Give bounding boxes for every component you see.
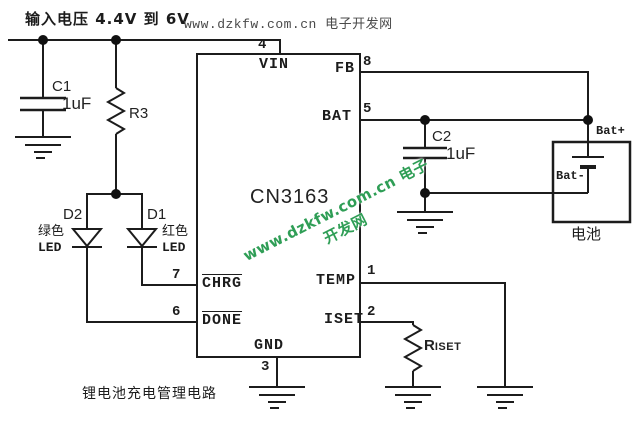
- pin-chrg-label: CHRG: [202, 275, 243, 292]
- wire-d2-anode: [86, 193, 116, 229]
- wire-temp: [360, 282, 506, 387]
- led-d1-triangle: [125, 228, 159, 248]
- r3-ref: R3: [129, 105, 149, 122]
- pin-temp-label: TEMP: [316, 272, 357, 289]
- d1-type-label: LED: [162, 240, 186, 255]
- ground-c1: [14, 136, 72, 159]
- pin-iset-label: ISET: [324, 311, 365, 328]
- wire-d1-to-chrg: [141, 247, 197, 286]
- c1-value: 1uF: [62, 94, 92, 113]
- d1-color-label: 红色: [162, 224, 189, 239]
- pin-done-label: DONE: [202, 312, 243, 329]
- wire-d1-anode: [116, 193, 143, 229]
- ground-c2: [396, 211, 454, 234]
- c2-value: 1uF: [446, 144, 476, 163]
- c1-ref: C1: [52, 78, 72, 95]
- d2-color-label: 绿色: [38, 224, 65, 239]
- pin-6-number: 6: [172, 304, 181, 320]
- pin-8-number: 8: [363, 54, 372, 70]
- pin-gnd-label: GND: [254, 337, 285, 354]
- riset-ref-main: R: [424, 337, 435, 354]
- pin-vin-label: VIN: [259, 56, 290, 73]
- junction-dots: [38, 35, 593, 199]
- pin-4-number: 4: [258, 37, 267, 53]
- battery-box: [551, 140, 632, 224]
- ic-part-number: CN3163: [250, 186, 330, 208]
- resistor-riset: [402, 324, 424, 372]
- wire-fb: [360, 71, 589, 120]
- battery-negative-label: Bat-: [556, 169, 585, 183]
- ground-temp: [476, 386, 534, 409]
- riset-ref-sub: ISET: [434, 341, 462, 353]
- pin-1-number: 1: [367, 263, 376, 279]
- circuit-caption: 锂电池充电管理电路: [82, 386, 217, 402]
- ground-ic: [248, 386, 306, 409]
- pin-5-number: 5: [363, 101, 372, 117]
- pin-fb-label: FB: [335, 60, 356, 77]
- wire-d2-to-done: [86, 247, 197, 323]
- battery-positive-label: Bat+: [596, 124, 625, 138]
- pin-2-number: 2: [367, 304, 376, 320]
- pin-bat-label: BAT: [322, 108, 353, 125]
- led-d2-triangle: [70, 228, 104, 248]
- resistor-r3: [105, 87, 127, 135]
- watermark-top: www.dzkfw.com.cn 电子开发网: [184, 17, 393, 32]
- wire-input-rail: [8, 39, 281, 54]
- c2-ref: C2: [432, 128, 452, 145]
- ic-body: [196, 53, 361, 358]
- battery-label: 电池: [571, 225, 602, 243]
- d1-ref: D1: [147, 206, 167, 223]
- input-voltage-label: 输入电压 4.4V 到 6V: [25, 10, 190, 28]
- d2-ref: D2: [63, 206, 83, 223]
- pin-7-number: 7: [172, 267, 181, 283]
- pin-3-number: 3: [261, 359, 270, 375]
- wire-iset: [360, 321, 414, 325]
- riset-ref: RISET: [424, 337, 462, 355]
- ground-riset: [384, 386, 442, 409]
- d2-type-label: LED: [38, 240, 62, 255]
